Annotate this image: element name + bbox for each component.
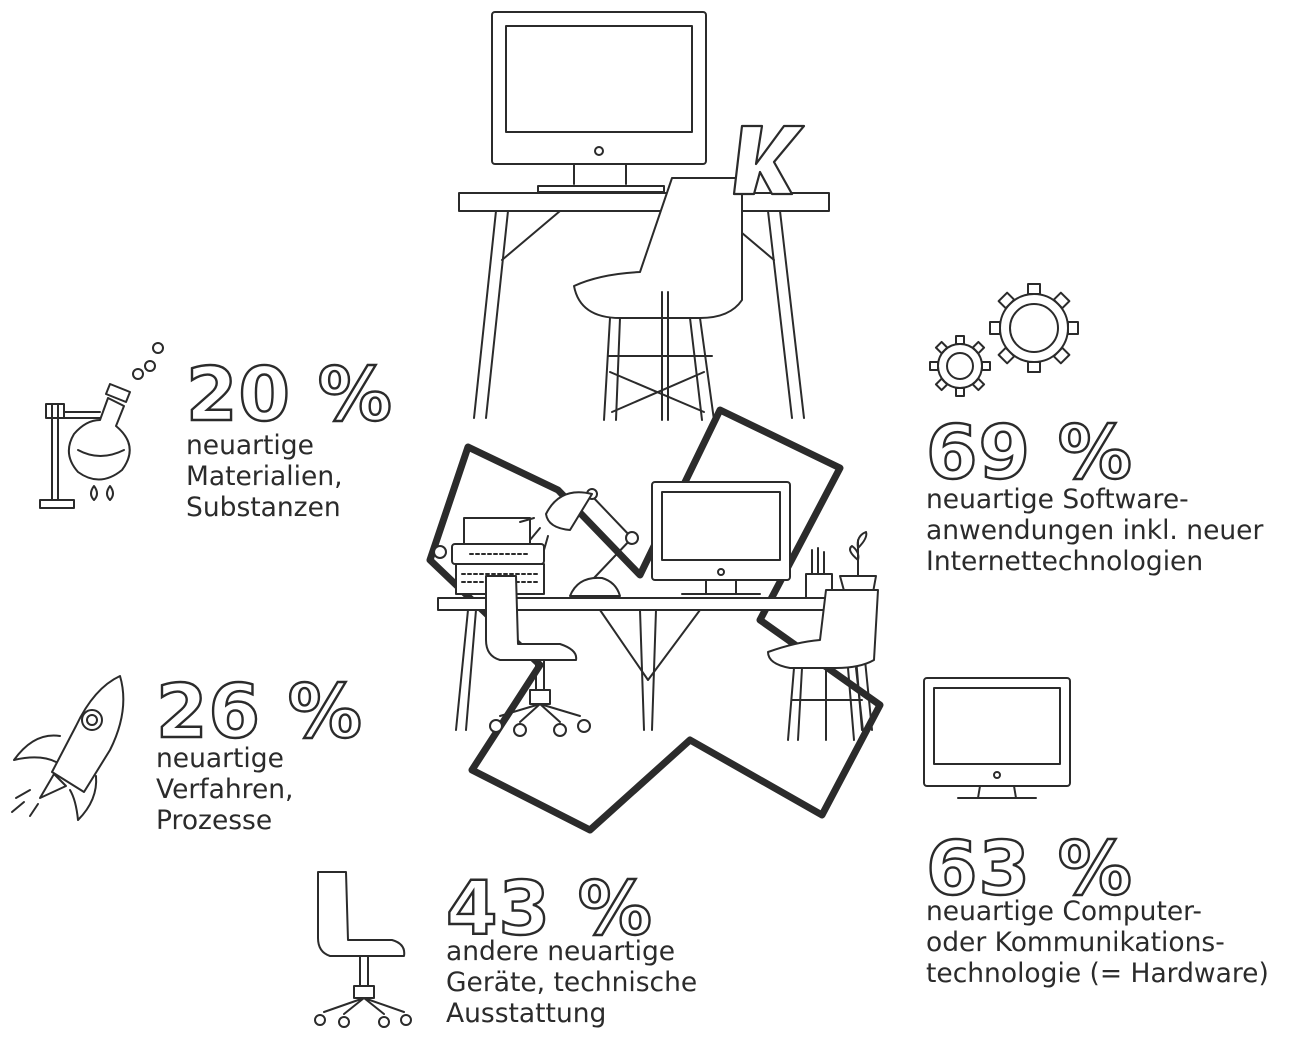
stat-devices: 43 % andere neuartige Geräte, technische… <box>445 866 697 1029</box>
stat-label: neuartige Materialien, Substanzen <box>186 430 393 523</box>
stat-label-line: Geräte, technische <box>446 967 698 998</box>
stat-label-line: Verfahren, <box>156 774 294 805</box>
stat-label: neuartige Verfahren, Prozesse <box>156 743 363 836</box>
stat-label-line: oder Kommunikations- <box>926 927 1225 958</box>
stat-label-line: neuartige <box>156 743 284 774</box>
stat-percent: 26 % <box>155 669 363 755</box>
stat-hardware: 63 % neuartige Computer- oder Kommunikat… <box>925 826 1269 989</box>
stat-processes: 26 % neuartige Verfahren, Prozesse <box>155 669 363 836</box>
stat-label-line: anwendungen inkl. neuer <box>926 515 1264 546</box>
stat-label-line: Materialien, <box>186 461 343 492</box>
stat-label-line: technologie (= Hardware) <box>926 958 1269 989</box>
stat-percent: 63 % <box>925 826 1133 912</box>
stat-label: andere neuartige Geräte, technische Auss… <box>446 936 697 1029</box>
desk-with-monitor-and-chair-icon <box>458 11 830 421</box>
lab-flask-icon <box>39 342 164 509</box>
stat-label-line: neuartige Software- <box>926 484 1189 515</box>
stat-label: neuartige Computer- oder Kommunikations-… <box>926 896 1269 989</box>
stat-percent: 43 % <box>445 866 653 952</box>
stat-materials: 20 % neuartige Materialien, Substanzen <box>185 352 393 523</box>
stat-label-line: neuartige Computer- <box>926 896 1202 927</box>
stat-software: 69 % neuartige Software- anwendungen ink… <box>925 410 1264 577</box>
stat-label-line: Ausstattung <box>446 998 607 1029</box>
computer-monitor-icon <box>923 677 1071 799</box>
stat-percent: 20 % <box>185 352 393 438</box>
stat-label-line: Prozesse <box>156 805 273 836</box>
office-desk-icon <box>433 481 879 741</box>
stat-label-line: neuartige <box>186 430 314 461</box>
stat-percent: 69 % <box>925 410 1133 496</box>
stat-label: neuartige Software- anwendungen inkl. ne… <box>926 484 1263 577</box>
stat-label-line: Substanzen <box>186 492 341 523</box>
k-letter-icon <box>732 124 806 196</box>
stat-label-line: andere neuartige <box>446 936 676 967</box>
stat-label-line: Internettechnologien <box>926 546 1204 577</box>
gears-icon <box>929 283 1079 397</box>
office-chair-icon <box>314 871 412 1028</box>
rocket-icon <box>11 675 125 821</box>
